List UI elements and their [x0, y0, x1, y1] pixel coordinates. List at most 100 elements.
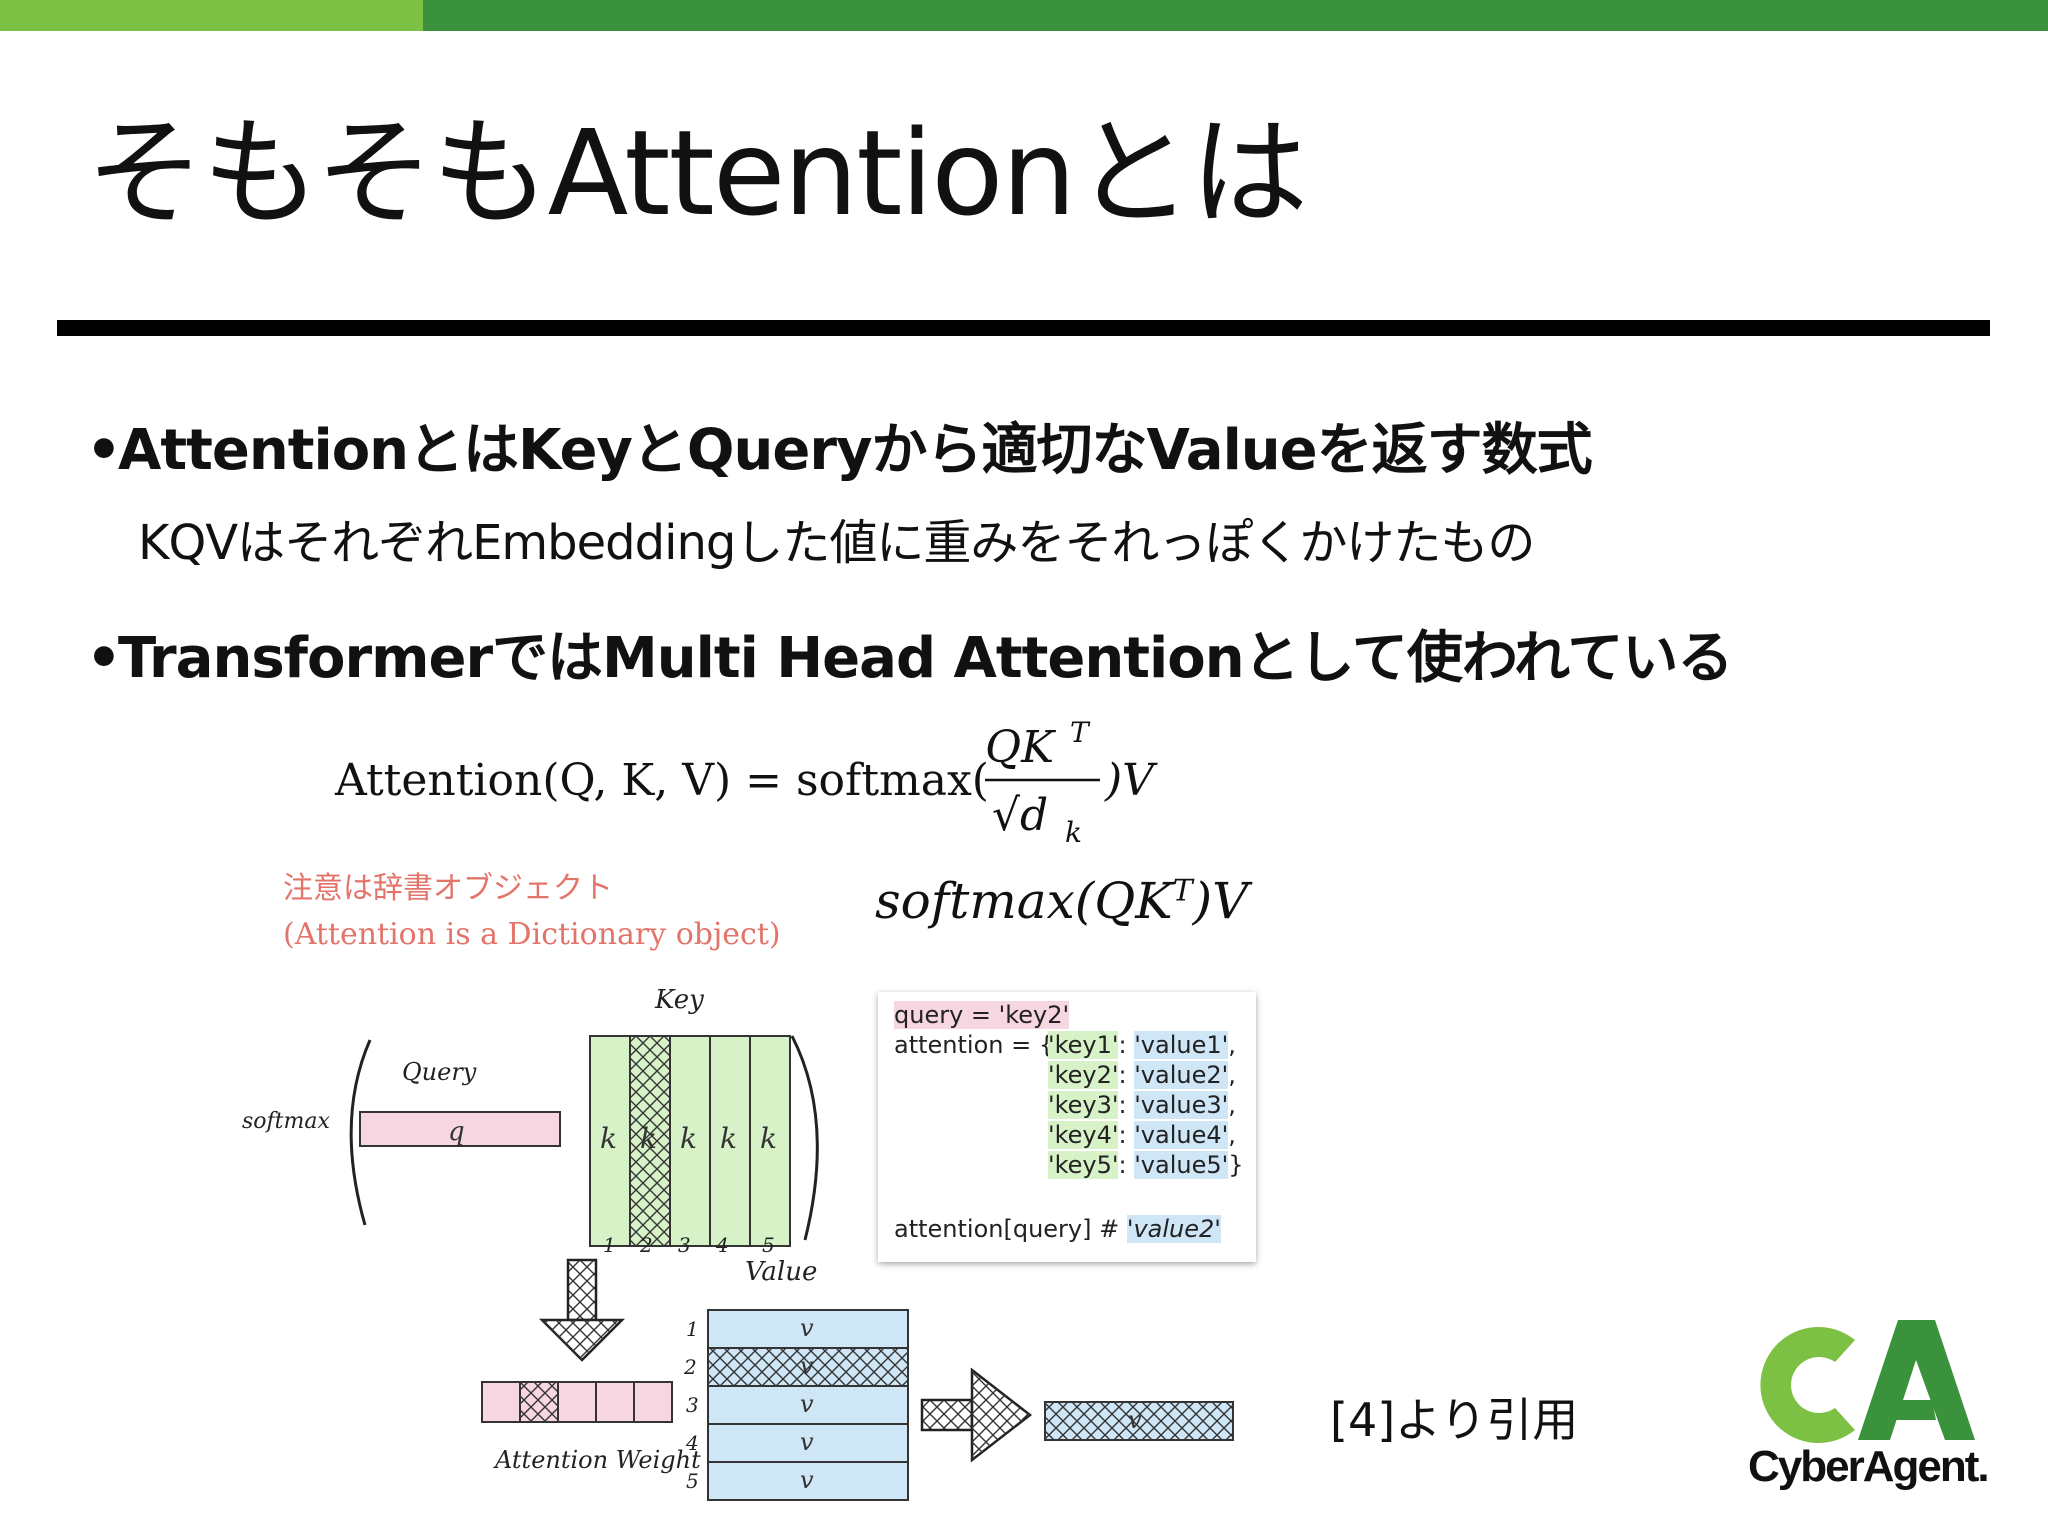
value-row-hatch — [708, 1348, 908, 1386]
output-vector-hatch — [1045, 1402, 1233, 1440]
code-lookup: attention[query] — [894, 1215, 1092, 1243]
code-example: query = 'key2' attention = { 'key1': 'va… — [878, 992, 1256, 1262]
code-value: 'value5' — [1134, 1151, 1229, 1179]
label-key: Key — [654, 985, 704, 1015]
value-row — [707, 1423, 909, 1463]
label-k: k — [760, 1122, 777, 1155]
code-key: 'key5' — [1048, 1151, 1119, 1179]
softmax-left-paren — [349, 1039, 372, 1226]
label-v: v — [800, 1466, 814, 1494]
softmax-expression: softmax(QKT)V — [875, 872, 1248, 930]
value-row — [707, 1309, 909, 1349]
code-value: 'value4' — [1134, 1121, 1229, 1149]
value-number: 3 — [686, 1393, 699, 1417]
label-softmax: softmax — [242, 1109, 330, 1134]
code-query: query = 'key2' — [894, 1001, 1070, 1029]
logo-a-shape — [1858, 1320, 1975, 1440]
figure-caption-jp: 注意は辞書オブジェクト — [283, 871, 613, 906]
label-k: k — [600, 1122, 617, 1155]
code-end: , — [1228, 1061, 1236, 1089]
code-key: 'key4' — [1048, 1121, 1119, 1149]
weight-cell-hatch — [520, 1382, 558, 1422]
code-key: 'key3' — [1048, 1091, 1119, 1119]
bullet-text: TransformerではMulti Head Attentionとして使われて… — [118, 626, 1733, 691]
value-number: 2 — [683, 1355, 697, 1379]
formula-numerator-sup: T — [1070, 720, 1091, 749]
figure-caption: 注意は辞書オブジェクト (Attention is a Dictionary o… — [283, 866, 781, 958]
key-column — [709, 1035, 751, 1247]
label-v: v — [800, 1352, 814, 1380]
formula-numerator: QK — [985, 722, 1056, 773]
formula-lhs: Attention(Q, K, V) = softmax( — [334, 755, 989, 806]
code-entry: 'key1': 'value1', — [1048, 1031, 1236, 1059]
label-k: k — [680, 1122, 697, 1155]
code-end: } — [1228, 1151, 1244, 1179]
down-arrow-icon — [538, 1258, 626, 1362]
label-v: v — [800, 1390, 814, 1418]
weight-cell — [595, 1381, 635, 1423]
label-attention-weight: Attention Weight — [493, 1446, 701, 1474]
value-row — [707, 1385, 909, 1425]
key-matrix: k k k k k — [589, 1035, 791, 1247]
formula-denominator: √d — [992, 790, 1048, 841]
code-end: , — [1228, 1031, 1236, 1059]
code-entry: 'key5': 'value5'} — [1048, 1151, 1244, 1179]
label-v: v — [800, 1314, 814, 1342]
weight-cell — [481, 1381, 521, 1423]
value-number: 1 — [686, 1317, 699, 1341]
softmax-expr-main: softmax(QK — [875, 872, 1173, 930]
value-number: 4 — [685, 1431, 699, 1455]
top-accent-bar-dark — [423, 0, 2048, 31]
label-v: v — [1128, 1406, 1142, 1434]
softmax-expr-tail: )V — [1192, 872, 1249, 930]
bullet-attention-definition: •AttentionとはKeyとQueryから適切なValueを返す数式 — [86, 416, 1593, 486]
key-number: 2 — [639, 1233, 653, 1257]
logo-c-shape — [1760, 1327, 1855, 1443]
code-entry: 'key4': 'value4', — [1048, 1121, 1236, 1149]
label-q: q — [448, 1117, 465, 1147]
code-comment-value: 'value2' — [1126, 1215, 1221, 1243]
weight-cell — [557, 1381, 597, 1423]
key-column — [669, 1035, 711, 1247]
label-query: Query — [402, 1058, 477, 1086]
key-number: 3 — [678, 1233, 691, 1257]
top-accent-bar-light — [0, 0, 423, 31]
code-key: 'key1' — [1048, 1031, 1119, 1059]
code-query-line: query = 'key2' — [894, 1000, 1070, 1030]
value-matrix: v v v v v — [707, 1309, 909, 1501]
key-column-hatch — [630, 1036, 670, 1246]
cyberagent-logo — [1760, 1320, 1975, 1443]
attention-diagram: softmax Query q Key k k k k k 1 2 3 4 5 — [242, 985, 1234, 1501]
code-attention-prefix: attention = { — [894, 1031, 1055, 1059]
code-value: 'value3' — [1134, 1091, 1229, 1119]
softmax-expr-sup: T — [1172, 873, 1193, 909]
value-row — [707, 1461, 909, 1501]
label-value: Value — [745, 1257, 817, 1287]
key-number: 1 — [603, 1233, 616, 1257]
bullet-transformer: •TransformerではMulti Head Attentionとして使われ… — [86, 624, 1733, 694]
code-value: 'value1' — [1134, 1031, 1229, 1059]
code-end: , — [1228, 1091, 1236, 1119]
sub-text-kqv: KQVはそれぞれEmbeddingした値に重みをそれっぽくかけたもの — [138, 515, 1535, 571]
label-k: k — [720, 1122, 737, 1155]
bullet-text: AttentionとはKeyとQueryから適切なValueを返す数式 — [118, 418, 1593, 483]
code-comment-hash: # — [1099, 1215, 1120, 1243]
softmax-right-paren — [790, 1035, 819, 1241]
key-column — [749, 1035, 791, 1247]
formula-denominator-sub: k — [1065, 816, 1082, 849]
logo-text: CyberAgent. — [1748, 1442, 1990, 1491]
code-lookup-line: attention[query] # 'value2' — [894, 1214, 1221, 1244]
code-key: 'key2' — [1048, 1061, 1119, 1089]
bullet-dot: • — [86, 626, 122, 691]
key-number: 4 — [715, 1233, 729, 1257]
value-number: 5 — [686, 1469, 699, 1493]
attention-formula: Attention(Q, K, V) = softmax( QK T √d k … — [334, 720, 1158, 849]
slide-title: そもそもAttentionとは — [86, 104, 1308, 242]
bullet-dot: • — [86, 418, 122, 483]
code-end: , — [1228, 1121, 1236, 1149]
query-vector — [359, 1111, 561, 1147]
label-k: k — [640, 1122, 657, 1155]
code-value: 'value2' — [1134, 1061, 1229, 1089]
formula-rhs: )V — [1104, 755, 1158, 806]
key-number: 5 — [762, 1233, 775, 1257]
